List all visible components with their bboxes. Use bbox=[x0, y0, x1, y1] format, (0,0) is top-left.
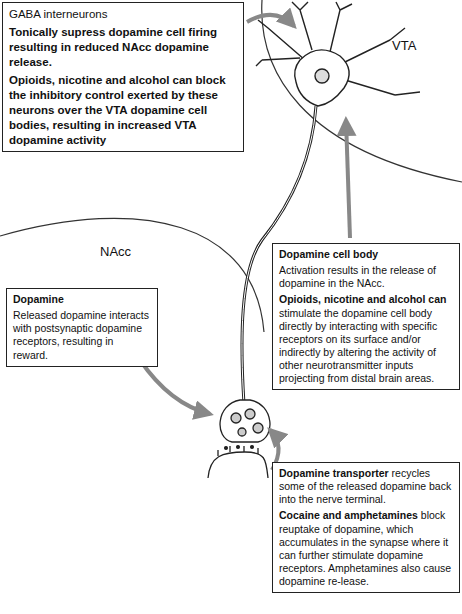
body-text: GABA interneurons bbox=[9, 8, 107, 20]
region-label: NAcc bbox=[100, 244, 131, 259]
text-block: Dopamine cell body bbox=[279, 248, 453, 261]
body-text: block reuptake of dopamine, which accumu… bbox=[279, 509, 451, 587]
text-block: Activation results in the release of dop… bbox=[279, 264, 453, 290]
text-block: Opioids, nicotine and alcohol can stimul… bbox=[279, 293, 453, 385]
gaba-box: GABA interneuronsTonically supress dopam… bbox=[2, 2, 244, 152]
text-block: Cocaine and amphetamines block reuptake … bbox=[279, 509, 453, 588]
heading-text: Dopamine bbox=[13, 293, 64, 305]
heading-text: Dopamine transporter bbox=[279, 467, 389, 479]
transporter-box: Dopamine transporter recycles some of th… bbox=[272, 462, 460, 593]
region-label: VTA bbox=[392, 38, 416, 53]
dopamine-box: DopamineReleased dopamine interacts with… bbox=[6, 288, 158, 367]
heading-text: Cocaine and amphetamines bbox=[279, 509, 418, 521]
cell-body-box: Dopamine cell bodyActivation results in … bbox=[272, 243, 460, 390]
vta-region bbox=[262, 0, 462, 182]
heading-text: Opioids, nicotine and alcohol can block … bbox=[9, 74, 226, 146]
text-block: Dopamine transporter recycles some of th… bbox=[279, 467, 453, 506]
synapse bbox=[208, 400, 270, 478]
text-block: Opioids, nicotine and alcohol can block … bbox=[9, 73, 237, 148]
heading-text: Dopamine cell body bbox=[279, 248, 378, 260]
body-text: stimulate the dopamine cell body directl… bbox=[279, 307, 437, 385]
heading-text: Tonically supress dopamine cell firing r… bbox=[9, 26, 217, 68]
text-block: GABA interneurons bbox=[9, 7, 237, 22]
text-block: Tonically supress dopamine cell firing r… bbox=[9, 25, 237, 70]
text-block: Dopamine bbox=[13, 293, 151, 306]
heading-text: Opioids, nicotine and alcohol can bbox=[279, 293, 446, 305]
text-block: Released dopamine interacts with postsyn… bbox=[13, 309, 151, 362]
body-text: Activation results in the release of dop… bbox=[279, 264, 436, 289]
body-text: Released dopamine interacts with postsyn… bbox=[13, 309, 149, 360]
